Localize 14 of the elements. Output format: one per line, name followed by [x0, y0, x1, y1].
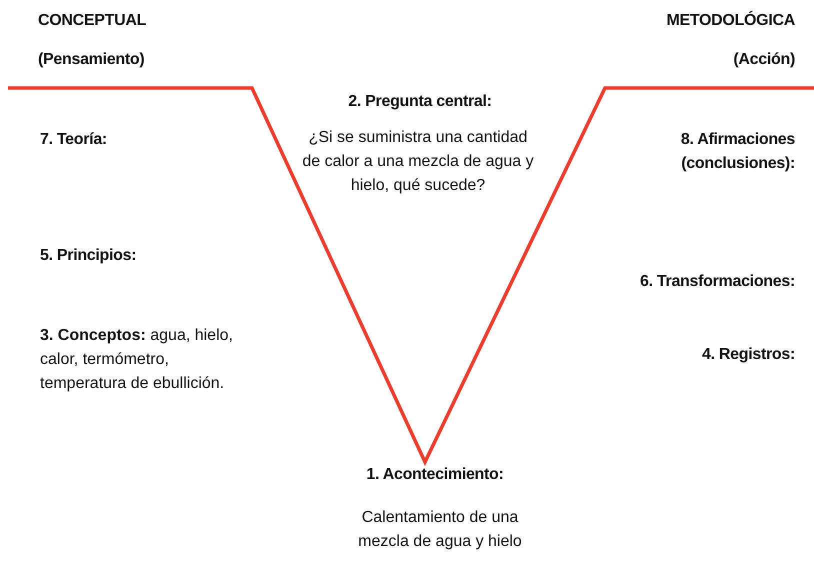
column-subheading: (Acción)	[732, 50, 795, 70]
section-heading: 7. Teoría:	[40, 130, 108, 150]
section-heading: 5. Principios:	[40, 246, 138, 266]
section-heading: 1. Acontecimiento:	[365, 465, 505, 485]
section-heading: 8. Afirmaciones (conclusiones):	[680, 130, 795, 174]
event-text: Calentamiento de una mezcla de agua y hielo	[357, 508, 523, 552]
section-heading: 6. Transformaciones:	[639, 272, 795, 292]
column-heading: METODOLÓGICA	[665, 10, 795, 31]
section-heading: 4. Registros:	[700, 345, 795, 365]
question-text: ¿Si se suministra una cantidad de calor a una mezcla de agua y hielo, qué sucede?	[301, 128, 535, 196]
concepts-text: 3. Conceptos: agua, hielo, calor, termómetro, temperatura de ebullición.	[40, 326, 234, 394]
column-subheading: (Pensamiento)	[38, 50, 146, 70]
section-heading: 2. Pregunta central:	[347, 92, 493, 112]
column-heading: CONCEPTUAL	[38, 11, 148, 31]
